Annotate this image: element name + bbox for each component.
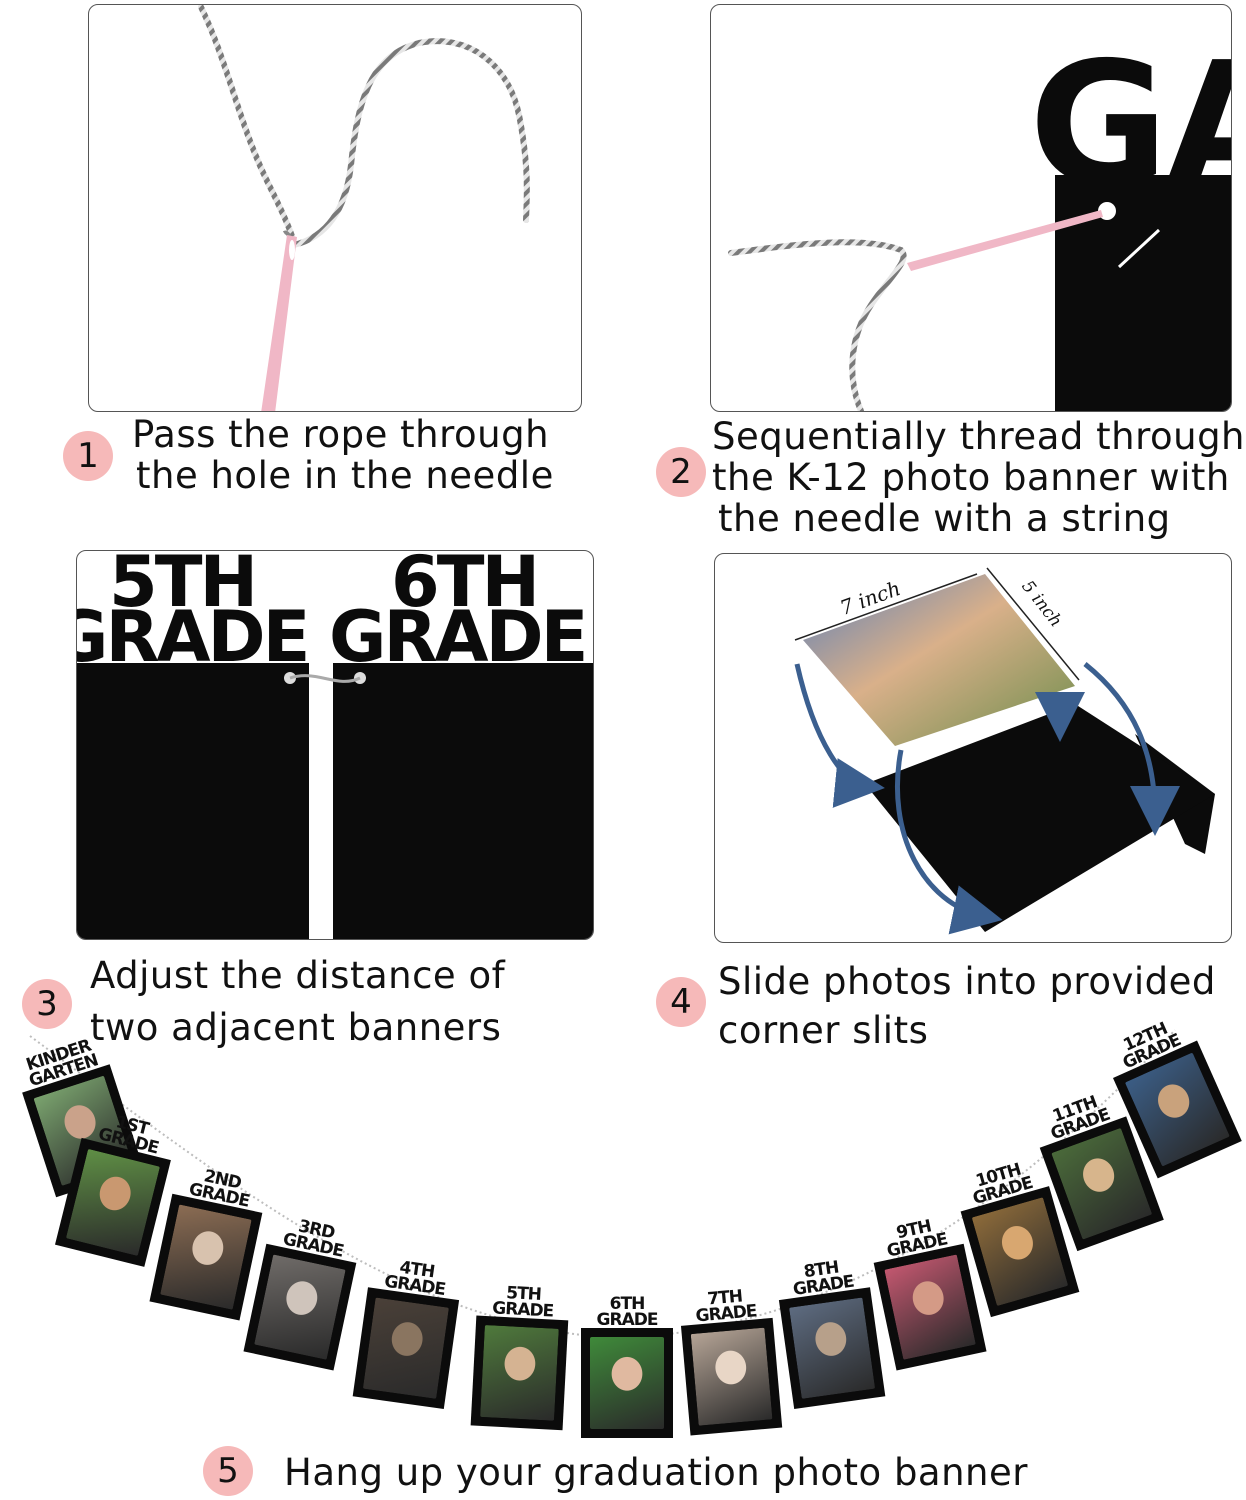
panel2-black-card	[1055, 175, 1231, 411]
step5-number-badge: 5	[203, 1446, 253, 1496]
banner-photo-frame	[873, 1243, 987, 1371]
step2-number-badge: 2	[656, 447, 706, 497]
child-photo	[971, 1197, 1069, 1307]
step2-caption: Sequentially thread through the K-12 pho…	[712, 415, 1245, 540]
needle-2	[907, 210, 1103, 271]
thread-needle-illustration	[728, 202, 1161, 411]
string-knot-icon	[284, 672, 366, 684]
banner-photo-frame	[352, 1287, 460, 1410]
child-photo	[160, 1204, 252, 1310]
banner-photo-frame	[243, 1243, 357, 1371]
step2-image-panel: GA	[710, 4, 1232, 412]
banner-photo-frame	[680, 1317, 783, 1436]
panel3-left-card	[77, 663, 309, 939]
step1-number-badge: 1	[63, 431, 113, 481]
child-photo	[65, 1148, 160, 1257]
needle-rope-illustration	[198, 5, 530, 411]
child-photo	[1124, 1052, 1230, 1167]
step3-number-badge: 3	[22, 979, 72, 1029]
banner-photo-frame	[149, 1193, 263, 1321]
panel3-right-top: 6TH	[391, 550, 540, 623]
sample-photo	[803, 574, 1075, 746]
panel3-right-bottom: GRADE	[329, 596, 588, 678]
child-photo	[480, 1325, 559, 1421]
step3-caption: Adjust the distance of two adjacent bann…	[90, 954, 506, 1049]
child-photo	[690, 1327, 773, 1426]
child-photo	[1051, 1127, 1153, 1240]
step5-caption: Hang up your graduation photo banner	[284, 1451, 1028, 1494]
panel3-right-card	[333, 663, 593, 939]
photo-slide-illustration	[794, 567, 1215, 935]
step1-caption: Pass the rope through the hole in the ne…	[132, 413, 554, 497]
step4-number-badge: 4	[656, 977, 706, 1027]
child-photo	[590, 1337, 664, 1429]
step4-image-panel: 7 inch 5 inch	[714, 553, 1232, 943]
step1-image-panel	[88, 4, 582, 412]
banner-photo-frame	[778, 1287, 886, 1410]
child-photo	[884, 1254, 976, 1360]
child-photo	[362, 1297, 449, 1399]
child-photo	[789, 1297, 876, 1399]
panel3-left-top: 5TH	[109, 550, 258, 623]
banner-photo-frame	[470, 1315, 569, 1431]
child-photo	[254, 1254, 346, 1360]
step3-image-panel: 5TH GRADE 6TH GRADE	[76, 550, 594, 940]
needle	[261, 235, 297, 411]
panel3-left-bottom: GRADE	[76, 596, 310, 678]
banner-photo-frame	[581, 1328, 673, 1438]
